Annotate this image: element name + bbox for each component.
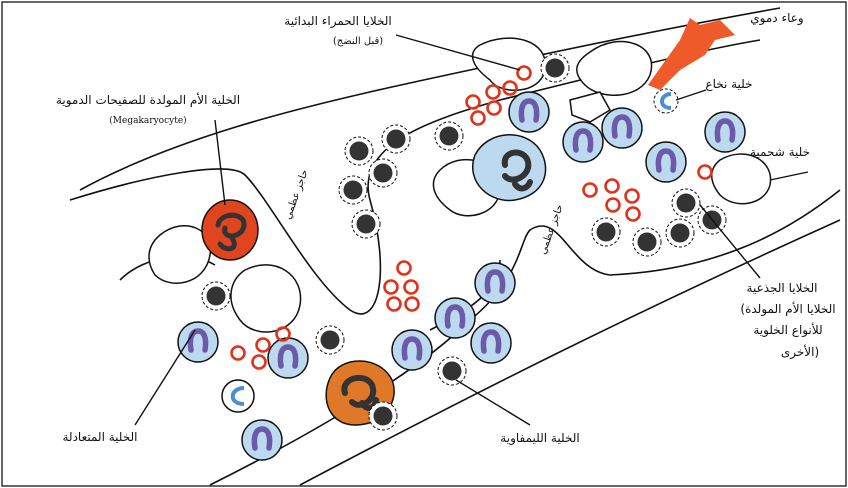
immature-rbc-label: الخلايا الحمراء البدائية bbox=[284, 14, 391, 29]
marrow-cell bbox=[654, 89, 678, 113]
marrow-cell-label: خلية نخاع bbox=[705, 77, 752, 91]
megakaryocyte-cell bbox=[202, 200, 258, 260]
fat-cell-label: خلية شحمية bbox=[750, 145, 810, 159]
lymphocyte-label: الخلية الليمفاوية bbox=[500, 431, 579, 446]
immature-rbc-sublabel: (قبل النضج) bbox=[333, 36, 383, 47]
stem-cells-label-1: الخلايا الجذعية bbox=[747, 281, 818, 295]
blood-vessel-label: وعاء دموي bbox=[750, 11, 803, 26]
neutrophil-label: الخلية المتعادلة bbox=[62, 430, 137, 444]
stem-cells-label-3: للأنواع الخلوية bbox=[753, 322, 822, 338]
stem-cells-label-2: (الخلايا الأم المولدة bbox=[740, 301, 835, 317]
megakaryocyte-sublabel: (Megakaryocyte) bbox=[109, 115, 186, 126]
megakaryocyte-label: الخلية الأم المولدة للصفيحات الدموية bbox=[56, 92, 240, 108]
crescent-cell bbox=[222, 380, 254, 412]
large-blue-cell bbox=[473, 135, 546, 201]
stem-cells-label-4: الأخرى) bbox=[781, 344, 819, 360]
